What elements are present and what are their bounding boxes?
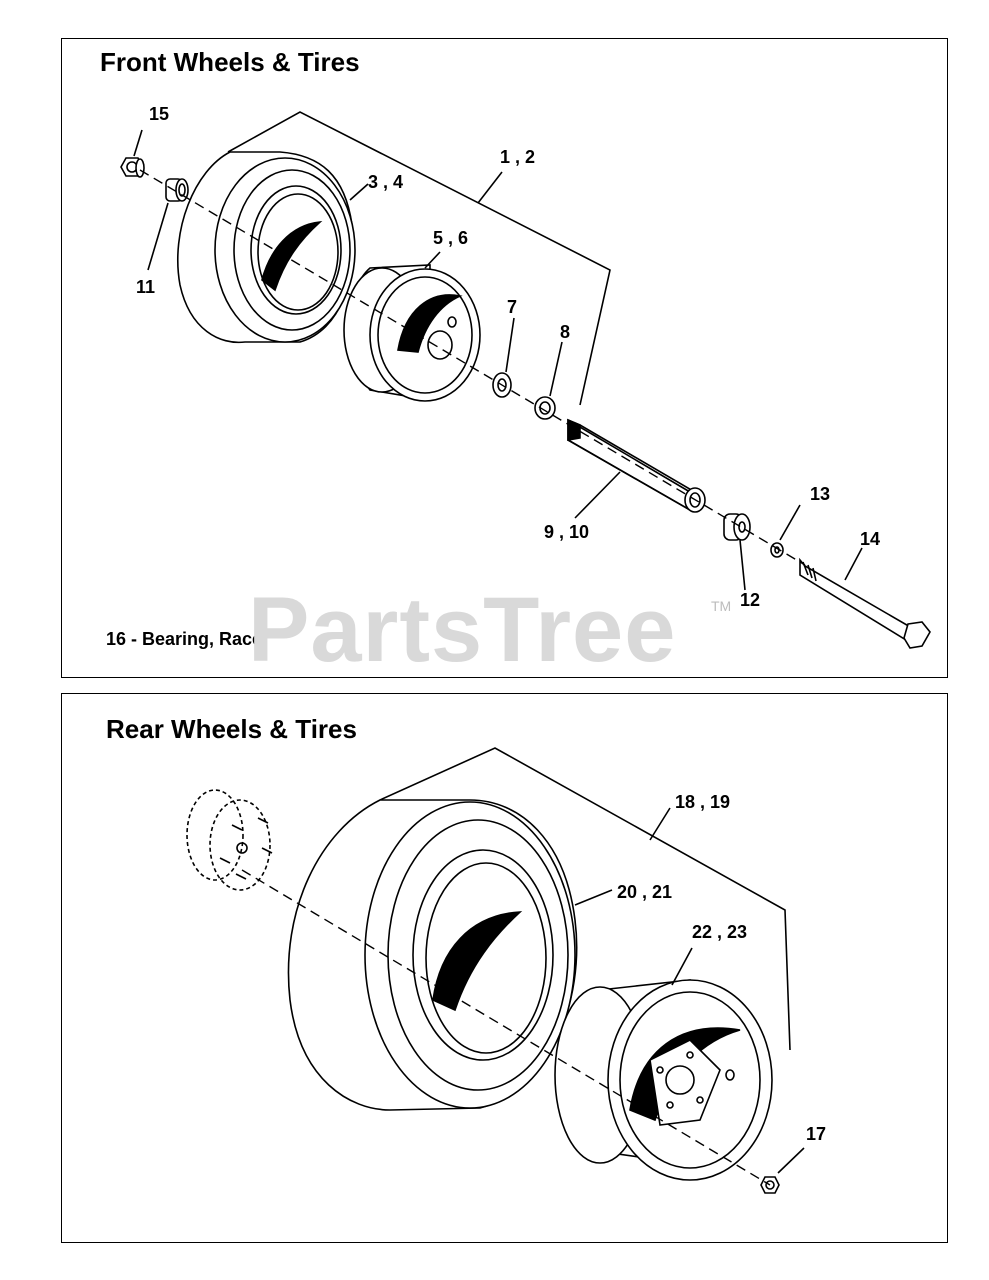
callout-labels: 15 1 , 2 3 , 4 5 , 6 11 7 8 9 , 10 13 14… [136, 104, 880, 1144]
axle-tube-9-10 [567, 418, 706, 513]
leader-8 [549, 341, 563, 397]
rear-tire-20-21 [287, 799, 578, 1111]
callout-17: 17 [806, 1124, 826, 1144]
callout-9-10: 9 , 10 [544, 522, 589, 542]
front-wheels-panel: Front Wheels & Tires 16 - Bearing, Race [61, 38, 948, 678]
bearing-12 [723, 513, 751, 541]
leader-12 [739, 539, 746, 591]
washer-8 [534, 396, 556, 420]
callout-3-4: 3 , 4 [368, 172, 403, 192]
leader-15 [133, 129, 143, 157]
callout-1-2: 1 , 2 [500, 147, 535, 167]
leader-3-4 [349, 183, 369, 201]
leader-11 [147, 202, 169, 271]
leader-17 [777, 1147, 805, 1174]
rear-axis-centerline [241, 869, 771, 1186]
callout-11: 11 [136, 277, 155, 297]
leader-18-19 [649, 807, 671, 841]
callout-7: 7 [507, 297, 517, 317]
leader-14 [844, 547, 863, 581]
rear-assembly-bracket [379, 747, 791, 1051]
rear-panel-title: Rear Wheels & Tires [106, 714, 357, 744]
callout-18-19: 18 , 19 [675, 792, 730, 812]
front-panel-title: Front Wheels & Tires [100, 47, 360, 77]
callout-14: 14 [860, 529, 880, 549]
rear-hub [186, 789, 271, 891]
leader-9-10 [574, 471, 621, 519]
leader-20-21 [574, 889, 613, 906]
cap-nut-15 [120, 157, 145, 178]
leader-7 [505, 317, 515, 373]
callout-12: 12 [740, 590, 760, 610]
rear-rim-22-23 [554, 979, 773, 1181]
leader-13 [779, 504, 801, 541]
partstree-watermark: PartsTree [248, 579, 677, 681]
front-rim-5-6 [343, 264, 481, 402]
front-axis-centerline [139, 169, 806, 566]
bearing-11 [165, 178, 189, 202]
leader-22-23 [671, 947, 693, 986]
callout-20-21: 20 , 21 [617, 882, 672, 902]
bolt-14 [799, 557, 931, 649]
callout-22-23: 22 , 23 [692, 922, 747, 942]
bearing-race-note: 16 - Bearing, Race [106, 629, 263, 649]
leader-1-2 [477, 171, 503, 204]
front-assembly-bracket [227, 111, 611, 406]
callout-13: 13 [810, 484, 830, 504]
wheel-studs [219, 817, 273, 880]
callout-15: 15 [149, 104, 169, 124]
trademark-symbol: TM [711, 598, 732, 614]
leader-5-6 [424, 251, 441, 269]
front-tire-3-4 [176, 151, 356, 344]
callout-8: 8 [560, 322, 570, 342]
callout-5-6: 5 , 6 [433, 228, 468, 248]
washer-13 [770, 542, 784, 558]
